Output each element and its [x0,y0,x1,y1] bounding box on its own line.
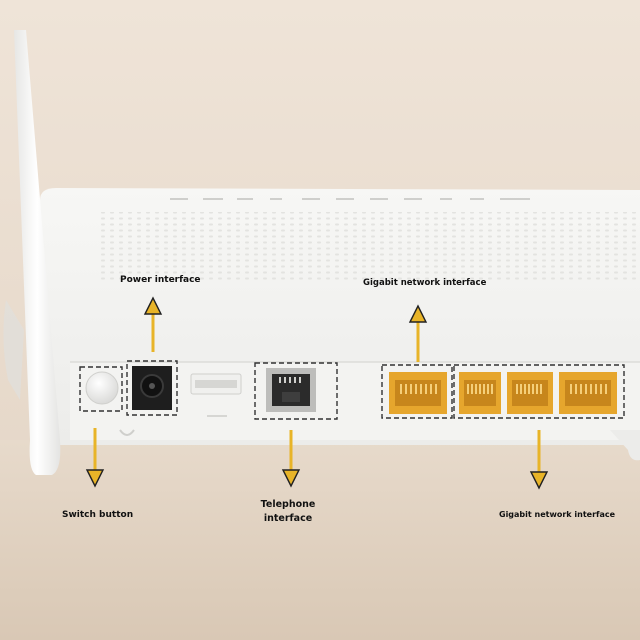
arrow-power [143,296,163,352]
gigabit-interface-label-bottom: Gigabit network interface [499,510,616,519]
arrow-gigabit-bottom [529,430,549,490]
router-body [40,188,640,461]
telephone-label-line1: Telephone [260,499,316,510]
gigabit-port-2 [459,372,501,414]
arrows [85,296,549,490]
gigabit-interface-label-top: Gigabit network interface [363,278,487,288]
switch-button-label: Switch button [62,510,134,520]
switch-button-graphic [79,366,123,412]
usb-port-graphic [190,373,242,417]
gigabit-port-4 [559,372,617,414]
telephone-label-line2: interface [263,513,313,524]
arrow-gigabit-top [408,304,428,362]
arrow-telephone [281,430,301,488]
gigabit-port-3 [507,372,553,414]
arrow-switch [85,428,105,488]
telephone-port-graphic [254,362,338,420]
gigabit-ports-graphic [381,364,625,419]
antenna [3,30,61,475]
power-interface-label: Power interface [120,275,201,285]
power-jack-graphic [126,360,178,416]
gigabit-port-1 [389,372,447,414]
telephone-interface-label: Telephone interface [258,498,318,526]
